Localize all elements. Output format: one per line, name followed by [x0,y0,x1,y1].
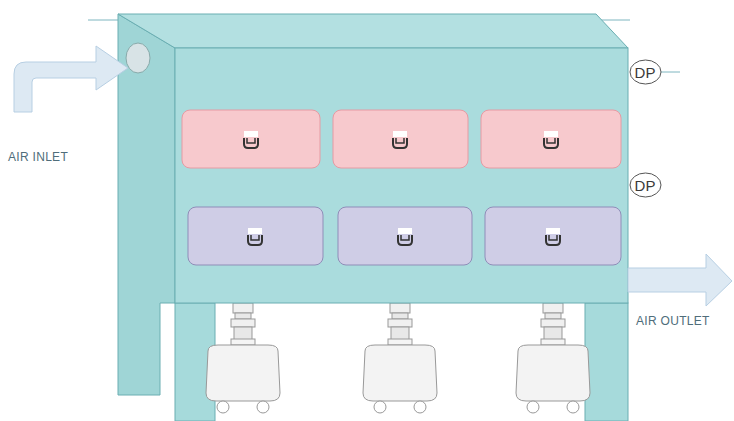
flow-label: AIR OUTLET [636,314,710,328]
flow-label: AIR INLET [8,150,68,164]
gauge-label: DP [635,64,656,81]
gauge-circle: DP [629,172,662,198]
gauge-circle: DP [629,59,662,85]
gauge-label: DP [635,177,656,194]
